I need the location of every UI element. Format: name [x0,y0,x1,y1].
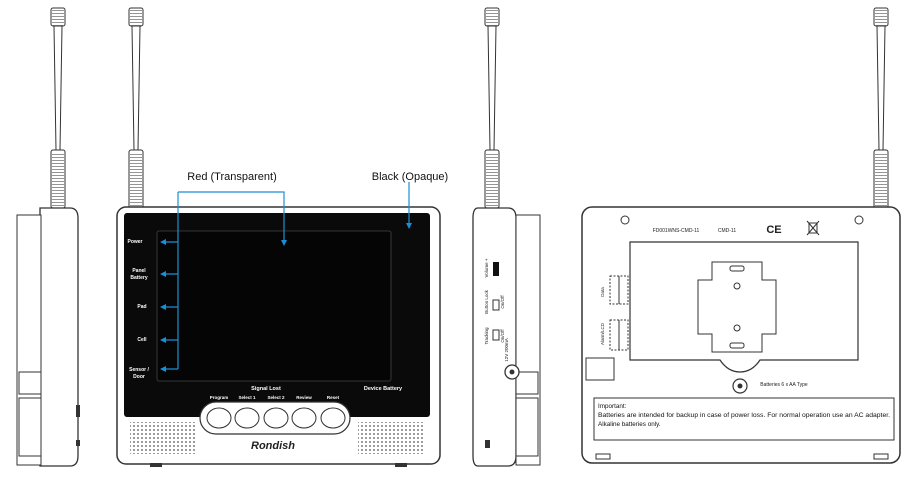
program-button[interactable] [206,407,232,429]
notice-line-2: Alkaline batteries only. [598,421,661,428]
callout-red-label: Red (Transparent) [187,171,276,183]
notice-title: Important: [598,403,627,410]
antenna [484,7,500,209]
back-view: FD001WNS-CMD-11 CMD-11 CE Data Alarm/LCD… [581,7,901,464]
notice-box [593,397,895,441]
left-side-view [16,7,80,467]
reset-button[interactable] [320,407,346,429]
review-button[interactable] [291,407,317,429]
dip-switch-alarm[interactable] [609,319,629,351]
select2-button[interactable] [263,407,289,429]
front-view: Power Panel Battery Pad Cell Sensor / Do… [116,7,448,467]
data-switch-label: Data [600,287,605,297]
ce-mark: CE [766,224,781,236]
led-label-battery: Battery [130,275,147,281]
led-label-sensor: Sensor / [129,367,149,373]
model-label-left: FD001WNS-CMD-11 [653,228,700,234]
weee-bin-icon [806,220,820,236]
side-clip [585,357,615,381]
screw [620,215,630,225]
device-battery-label: Device Battery [364,386,403,392]
callout-lines [163,182,410,370]
callout-black-label: Black (Opaque) [372,171,448,183]
antenna [50,7,66,209]
on-off-label-2: On/Off [500,329,505,343]
button-label-review: Review [296,395,312,400]
model-label-right: CMD-11 [718,228,736,234]
button-lock-label: Button Lock [484,289,489,314]
alarm-switch-label: Alarm/LCD [600,322,605,345]
led-label-panel: Panel [132,268,146,274]
speaker-grill-right [358,422,424,454]
led-label-power: Power [127,239,142,245]
callout-arrowheads [160,223,412,372]
antenna [128,7,144,209]
signal-lost-label: Signal Lost [251,386,281,392]
led-label-door: Door [133,374,145,380]
select1-button[interactable] [234,407,260,429]
button-label-select1: Select 1 [238,395,256,400]
brand-logo: Rondish [251,440,295,452]
right-side-view: Volume + Button Lock On/Off Tracking On/… [472,7,541,467]
antenna [873,7,889,209]
button-label-select2: Select 2 [267,395,285,400]
dip-switch-data[interactable] [609,275,629,305]
speaker-grill-left [130,422,196,454]
screw [854,215,864,225]
button-label-program: Program [210,395,229,400]
dc-rating-label: 12V 200mA [504,338,509,362]
lcd-screen [156,230,392,382]
tracking-label: Tracking [484,327,489,345]
mounting-plate [697,261,777,353]
notice-line-1: Batteries are intended for backup in cas… [598,412,890,419]
led-label-pad: Pad [137,304,146,310]
on-off-label-1: On/Off [500,295,505,309]
volume-label: Volume + [484,258,489,277]
led-label-cell: Cell [137,337,147,343]
batteries-label: Batteries 6 x AA Type [760,382,808,388]
button-label-reset: Reset [327,395,340,400]
